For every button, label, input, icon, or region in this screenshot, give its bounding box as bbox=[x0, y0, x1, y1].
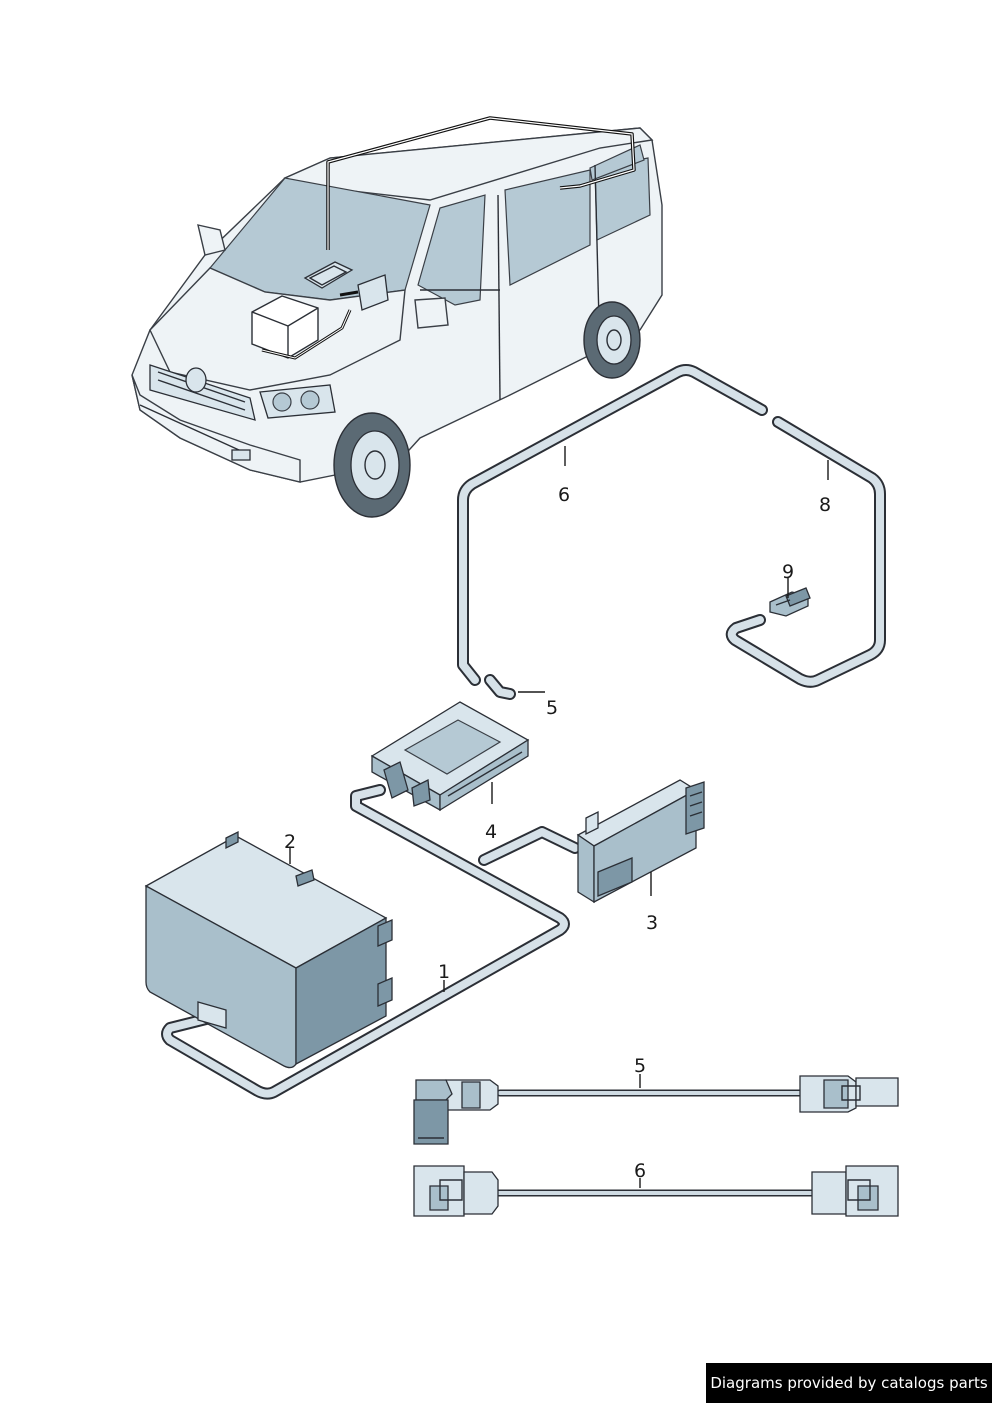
callout-6-lower: 6 bbox=[634, 1160, 646, 1182]
cable-8-harness bbox=[725, 416, 886, 688]
callout-8: 8 bbox=[819, 494, 831, 516]
component-3-control-unit bbox=[576, 779, 705, 904]
callout-6-upper: 6 bbox=[558, 484, 570, 506]
cable-5-part bbox=[413, 1075, 899, 1145]
callout-3: 3 bbox=[646, 912, 658, 934]
component-2-box bbox=[144, 830, 393, 1069]
callout-4: 4 bbox=[485, 821, 497, 843]
van-illustration bbox=[131, 116, 663, 518]
footer-banner: Diagrams provided by catalogs parts bbox=[706, 1363, 992, 1403]
connector-9 bbox=[769, 587, 811, 617]
callout-9: 9 bbox=[782, 561, 794, 583]
callout-5-lower: 5 bbox=[634, 1055, 646, 1077]
cable-6-part bbox=[413, 1165, 899, 1217]
callout-2: 2 bbox=[284, 831, 296, 853]
callout-1: 1 bbox=[438, 961, 450, 983]
cable-1-harness bbox=[161, 784, 581, 1100]
component-4-module bbox=[370, 701, 530, 812]
callout-leaders bbox=[289, 446, 829, 1188]
callout-5-upper: 5 bbox=[546, 697, 558, 719]
cable-6-harness bbox=[457, 364, 768, 700]
